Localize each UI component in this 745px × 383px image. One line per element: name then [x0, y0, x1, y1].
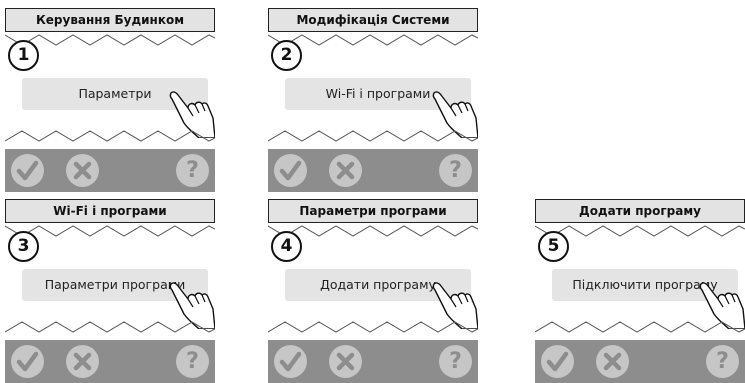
action-bar: ?	[5, 340, 215, 383]
confirm-button[interactable]	[274, 345, 307, 378]
cancel-button[interactable]	[66, 345, 99, 378]
torn-edge-top	[5, 34, 215, 46]
pointing-hand-icon	[432, 91, 478, 138]
confirm-button[interactable]	[11, 154, 44, 187]
close-icon	[73, 352, 92, 371]
help-button[interactable]: ?	[439, 345, 472, 378]
action-bar: ?	[535, 340, 745, 383]
panel-title: Модифікація Системи	[268, 8, 478, 32]
menu-option-button[interactable]: Параметри програми	[22, 269, 208, 301]
panel-title: Додати програму	[535, 199, 745, 223]
step-number: 2	[271, 40, 302, 71]
step-number: 1	[8, 40, 39, 71]
screen-panel-4: Параметри програми 4 Додати програму ?	[268, 199, 478, 383]
action-bar: ?	[268, 340, 478, 383]
panel-title: Wi-Fi і програми	[5, 199, 215, 223]
torn-edge-bottom	[268, 321, 478, 333]
help-icon: ?	[449, 158, 462, 183]
check-icon	[279, 351, 302, 372]
step-number: 4	[271, 231, 302, 262]
confirm-button[interactable]	[541, 345, 574, 378]
confirm-button[interactable]	[11, 345, 44, 378]
panel-title: Керування Будинком	[5, 8, 215, 32]
cancel-button[interactable]	[66, 154, 99, 187]
help-icon: ?	[186, 158, 199, 183]
close-icon	[336, 352, 355, 371]
help-icon: ?	[186, 349, 199, 374]
pointing-hand-icon	[169, 282, 215, 329]
check-icon	[16, 351, 39, 372]
step-number: 3	[8, 231, 39, 262]
cancel-button[interactable]	[329, 154, 362, 187]
panel-title: Параметри програми	[268, 199, 478, 223]
confirm-button[interactable]	[274, 154, 307, 187]
help-button[interactable]: ?	[176, 154, 209, 187]
cancel-button[interactable]	[596, 345, 629, 378]
torn-edge-top	[268, 225, 478, 237]
close-icon	[603, 352, 622, 371]
pointing-hand-icon	[169, 91, 215, 138]
pointing-hand-icon	[432, 282, 478, 329]
torn-edge-top	[268, 34, 478, 46]
close-icon	[336, 161, 355, 180]
check-icon	[16, 160, 39, 181]
torn-edge-top	[535, 225, 745, 237]
check-icon	[546, 351, 569, 372]
torn-edge-bottom	[5, 321, 215, 333]
help-icon: ?	[716, 349, 729, 374]
close-icon	[73, 161, 92, 180]
screen-panel-2: Модифікація Системи 2 Wi-Fi і програми ?	[268, 8, 478, 192]
torn-edge-bottom	[535, 321, 745, 333]
action-bar: ?	[268, 149, 478, 192]
check-icon	[279, 160, 302, 181]
torn-edge-bottom	[5, 130, 215, 142]
screen-panel-3: Wi-Fi і програми 3 Параметри програми ?	[5, 199, 215, 383]
help-button[interactable]: ?	[176, 345, 209, 378]
help-button[interactable]: ?	[439, 154, 472, 187]
step-number: 5	[538, 231, 569, 262]
help-icon: ?	[449, 349, 462, 374]
action-bar: ?	[5, 149, 215, 192]
screen-panel-5: Додати програму 5 Підключити програму ?	[535, 199, 745, 383]
screen-panel-1: Керування Будинком 1 Параметри ?	[5, 8, 215, 192]
cancel-button[interactable]	[329, 345, 362, 378]
torn-edge-bottom	[268, 130, 478, 142]
pointing-hand-icon	[699, 282, 745, 329]
torn-edge-top	[5, 225, 215, 237]
help-button[interactable]: ?	[706, 345, 739, 378]
